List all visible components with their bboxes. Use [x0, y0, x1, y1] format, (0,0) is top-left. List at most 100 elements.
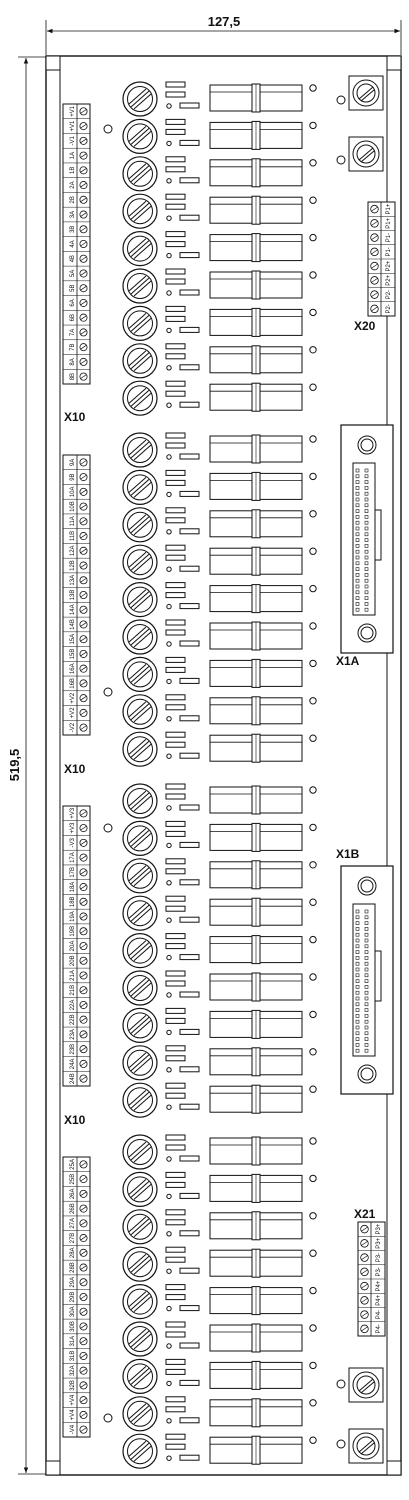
connector-pin [364, 1043, 369, 1047]
led-indicator [165, 193, 186, 200]
mounting-hole [309, 547, 317, 555]
terminal-label: +V1 [70, 120, 76, 132]
connector-pin [364, 1031, 369, 1036]
led-indicator [165, 1219, 186, 1226]
led-indicator [165, 1092, 186, 1099]
channel-module [122, 970, 317, 1006]
terminal-label: 16B [70, 678, 76, 689]
led-indicator [165, 1045, 186, 1052]
connector-pin [364, 503, 369, 508]
connector-pin-label: P4+ [376, 1280, 382, 1291]
fuse-component [179, 715, 200, 722]
mounting-hole [309, 1085, 317, 1093]
fuse-component [179, 1379, 200, 1386]
led-indicator [165, 1171, 186, 1178]
connector-pin [355, 990, 360, 995]
connector-pin [355, 927, 360, 931]
ribbon-connector-x1b [340, 865, 394, 1095]
connector-pin [355, 515, 360, 519]
terminal-label: 11B [70, 531, 76, 541]
test-point [166, 1455, 172, 1461]
led-indicator [165, 783, 186, 790]
connector-pin [364, 985, 369, 989]
x21-label: X21 [354, 1207, 376, 1221]
terminal-label: 24B [70, 1073, 76, 1084]
led-indicator [165, 656, 186, 663]
mounting-hole [103, 687, 113, 697]
led-indicator [165, 1134, 186, 1141]
terminal-label: 29B [70, 1292, 76, 1303]
mounting-hole [309, 1361, 317, 1370]
connector-key [374, 950, 382, 1002]
terminal-label: 13A [70, 575, 76, 586]
connector-pin [355, 555, 360, 560]
test-point [166, 954, 172, 961]
connector-pin [355, 996, 360, 1001]
terminal-label: 1A [70, 152, 76, 159]
mounting-hole [309, 935, 317, 944]
led-indicator [165, 432, 186, 439]
mounting-hole [309, 159, 317, 167]
x1a-label: X1A [336, 654, 360, 668]
width-dimension: 127,5 [45, 14, 402, 55]
led-indicator [165, 479, 186, 486]
connector-pin [364, 532, 369, 537]
led-indicator [165, 278, 186, 285]
connector-pin [355, 967, 360, 972]
connector-pin [355, 961, 360, 966]
terminal-label: 17A [70, 852, 76, 863]
connector-pin-label: P1+ [386, 217, 392, 228]
terminal-label: 22B [70, 1014, 76, 1025]
connector-pin [355, 532, 360, 537]
led-indicator [165, 305, 186, 312]
led-indicator [165, 469, 186, 476]
connector-pin [364, 590, 369, 595]
test-point [166, 402, 172, 408]
fuse-component [179, 252, 200, 259]
fuse-component [179, 1103, 200, 1110]
channel-module [122, 1209, 317, 1245]
test-point [166, 641, 172, 647]
fuse-component [179, 841, 200, 848]
mounting-hole [309, 472, 317, 481]
led-indicator [165, 380, 186, 387]
connector-pin [364, 996, 369, 1001]
terminal-label: 31A [70, 1336, 76, 1347]
connector-pin [355, 1037, 360, 1041]
connector-pin-label: P2+ [386, 274, 392, 285]
test-point [166, 917, 172, 923]
connector-pin [355, 1002, 360, 1007]
fuse-component [179, 139, 200, 146]
terminal-label: +V3 [70, 822, 76, 834]
terminal-label: 20B [70, 955, 76, 966]
test-point [166, 753, 172, 759]
mounting-hole [309, 823, 317, 832]
terminal-label: 30A [70, 1306, 76, 1317]
ribbon-connector-x1a [340, 424, 394, 654]
mounting-hole [309, 1399, 317, 1407]
terminal-label: 25A [70, 1159, 76, 1170]
connector-pin [355, 474, 360, 479]
led-indicator [165, 666, 186, 673]
connector-pin [355, 909, 360, 914]
terminal-label: 18A [70, 882, 76, 893]
connector-pin [355, 503, 360, 508]
connector-pin-label: P1- [386, 247, 392, 256]
connector-pin [364, 497, 369, 502]
test-point [166, 1380, 172, 1387]
led-indicator [165, 868, 186, 875]
connector-pin [364, 938, 369, 943]
connector-pin [355, 1008, 360, 1012]
connector-key [374, 509, 382, 561]
connector-pin [364, 1025, 369, 1030]
mounting-hole [309, 1048, 317, 1056]
connector-pin [364, 538, 369, 542]
connector-pin-label: P3- [376, 1253, 382, 1262]
connector-pin [355, 985, 360, 989]
connector-pin [355, 491, 360, 496]
connector-pin [364, 961, 369, 966]
connector-pin [355, 578, 360, 583]
connector-pin [355, 596, 360, 600]
mounting-hole [103, 124, 113, 134]
terminal-label: 7A [70, 329, 76, 336]
